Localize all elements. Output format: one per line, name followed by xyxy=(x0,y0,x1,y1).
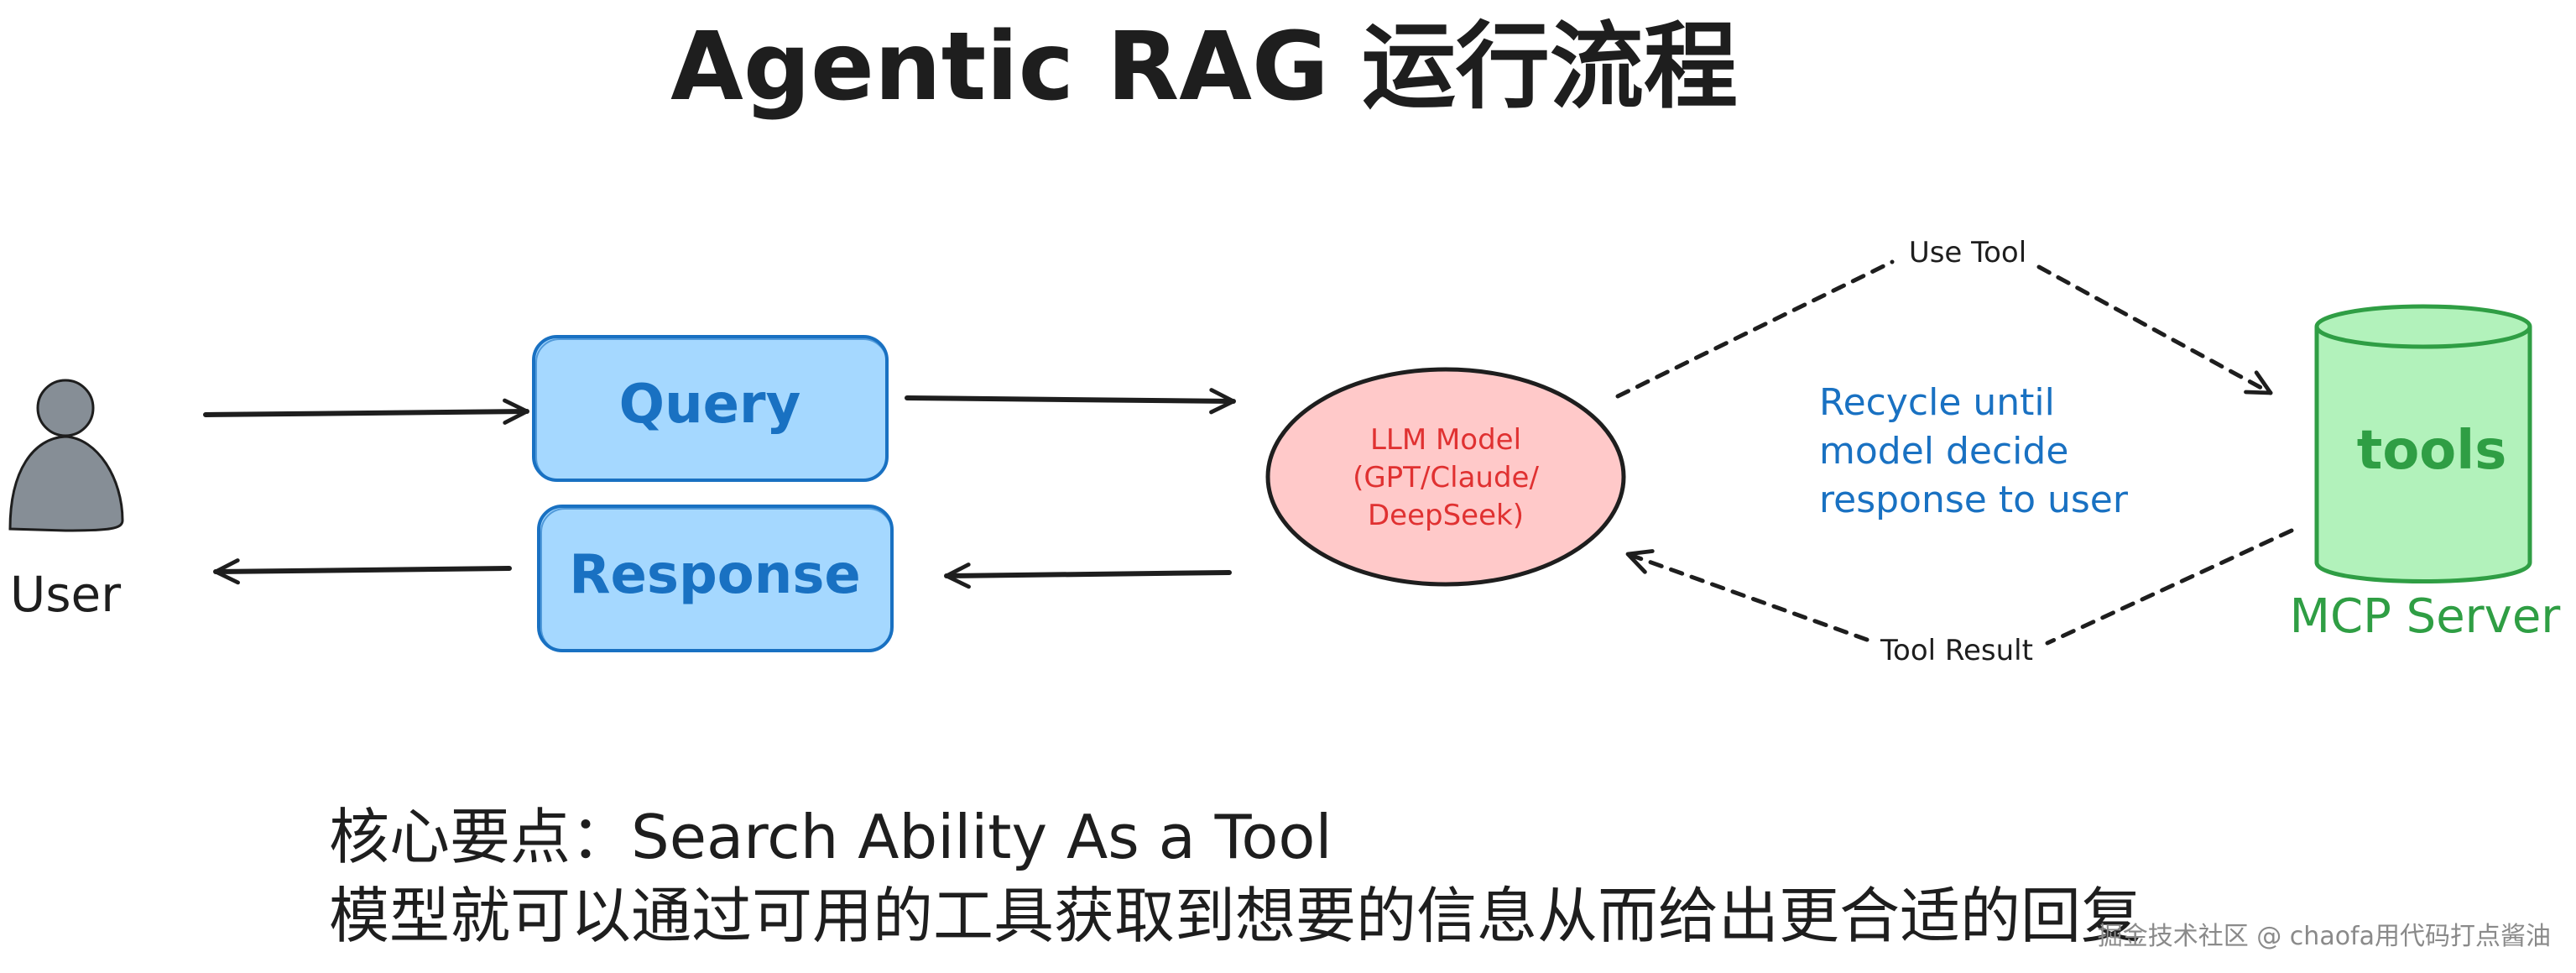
arrow-llm-to-response xyxy=(944,562,1232,589)
use-tool-label: Use Tool xyxy=(1909,236,2026,269)
query-node[interactable]: Query xyxy=(532,335,889,482)
edge-tool-result-left xyxy=(1625,549,1869,642)
diagram-title: Agentic RAG 运行流程 xyxy=(670,13,1738,122)
query-label: Query xyxy=(619,374,801,436)
edge-tool-result-right xyxy=(2045,528,2294,646)
watermark: 掘金技术社区 @ chaofa用代码打点酱油 xyxy=(2098,922,2551,951)
person-icon xyxy=(8,379,124,532)
database-cylinder-icon[interactable]: tools xyxy=(2314,304,2532,583)
edge-use-tool-left xyxy=(1615,259,1895,399)
edge-use-tool-right xyxy=(2036,264,2273,395)
tools-label: tools xyxy=(2357,420,2507,482)
arrow-query-to-llm xyxy=(905,388,1236,415)
user-label: User xyxy=(10,566,121,623)
arrow-user-to-query xyxy=(203,398,529,425)
llm-label-line-1: LLM Model xyxy=(1370,423,1521,457)
tool-result-label: Tool Result xyxy=(1880,634,2033,667)
summary-line-1: 核心要点：Search Ability As a Tool xyxy=(329,802,1332,872)
recycle-note-line-2: model decide xyxy=(1819,430,2068,473)
recycle-note-line-1: Recycle until xyxy=(1819,381,2055,424)
llm-label-line-3: DeepSeek) xyxy=(1368,499,1524,532)
recycle-note-line-3: response to user xyxy=(1819,479,2129,521)
summary-line-2: 模型就可以通过可用的工具获取到想要的信息从而给出更合适的回复 xyxy=(329,881,2141,951)
arrow-response-to-user xyxy=(213,558,512,585)
mcp-server-label: MCP Server xyxy=(2290,589,2562,644)
llm-label-line-2: (GPT/Claude/ xyxy=(1353,461,1539,494)
response-node[interactable]: Response xyxy=(537,505,894,652)
response-label: Response xyxy=(569,544,861,606)
llm-node[interactable]: LLM Model (GPT/Claude/ DeepSeek) xyxy=(1265,367,1626,587)
